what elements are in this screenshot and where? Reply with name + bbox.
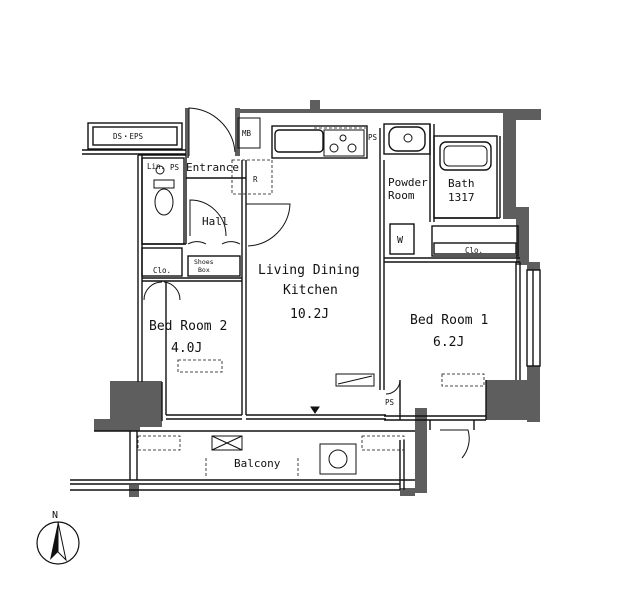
sink-icon [403,133,413,143]
bath-label: Bath [448,177,475,190]
lin-label: Lin. [147,162,165,171]
hall-label: Hall [202,215,229,228]
burner-icon [347,143,357,153]
sink-icon [155,165,165,175]
labels: DS・EPS MB PS PS PS Lin. Entrance R Hall … [113,129,488,470]
powder-room-label-2: Room [388,189,415,202]
r-label: R [253,175,258,184]
ldk-size-label: 10.2J [290,307,329,322]
outdoor-unit-icon [328,449,348,469]
mb-label: MB [242,129,252,138]
ldk-label-1: Living Dining [258,263,360,278]
north-arrow: N [36,510,80,565]
bed-room-2-size-label: 4.0J [171,341,202,356]
north-arrow-icon [50,522,58,560]
ps-label-2: PS [170,163,180,172]
ps-label-3: PS [385,398,395,407]
doors [143,107,470,459]
ds-eps-label: DS・EPS [113,132,144,141]
balcony-label: Balcony [234,457,281,470]
bed-room-2-label: Bed Room 2 [149,319,227,334]
clo-label-2: Clo. [465,246,483,255]
north-label: N [52,510,58,521]
shoes-box-label-1: Shoes [194,258,214,266]
shoes-box-label-2: Box [198,266,210,274]
bed-room-1-size-label: 6.2J [433,335,464,350]
thin-walls [70,122,541,491]
burner-icon [339,134,347,142]
ps-label-1: PS [368,133,378,142]
powder-room-label-1: Powder [388,176,428,189]
clo-label-1: Clo. [153,266,171,275]
fixtures [153,117,488,475]
dashed-areas [137,127,485,478]
bath-size-label: 1317 [448,191,475,204]
walls [94,100,541,497]
bed-room-1-label: Bed Room 1 [410,313,488,328]
burner-icon [329,143,339,153]
entrance-arrow-icon [310,406,320,414]
toilet-icon [154,188,174,216]
entrance-label: Entrance [186,161,239,174]
ldk-label-2: Kitchen [283,283,338,298]
washer-label: W [397,235,404,246]
